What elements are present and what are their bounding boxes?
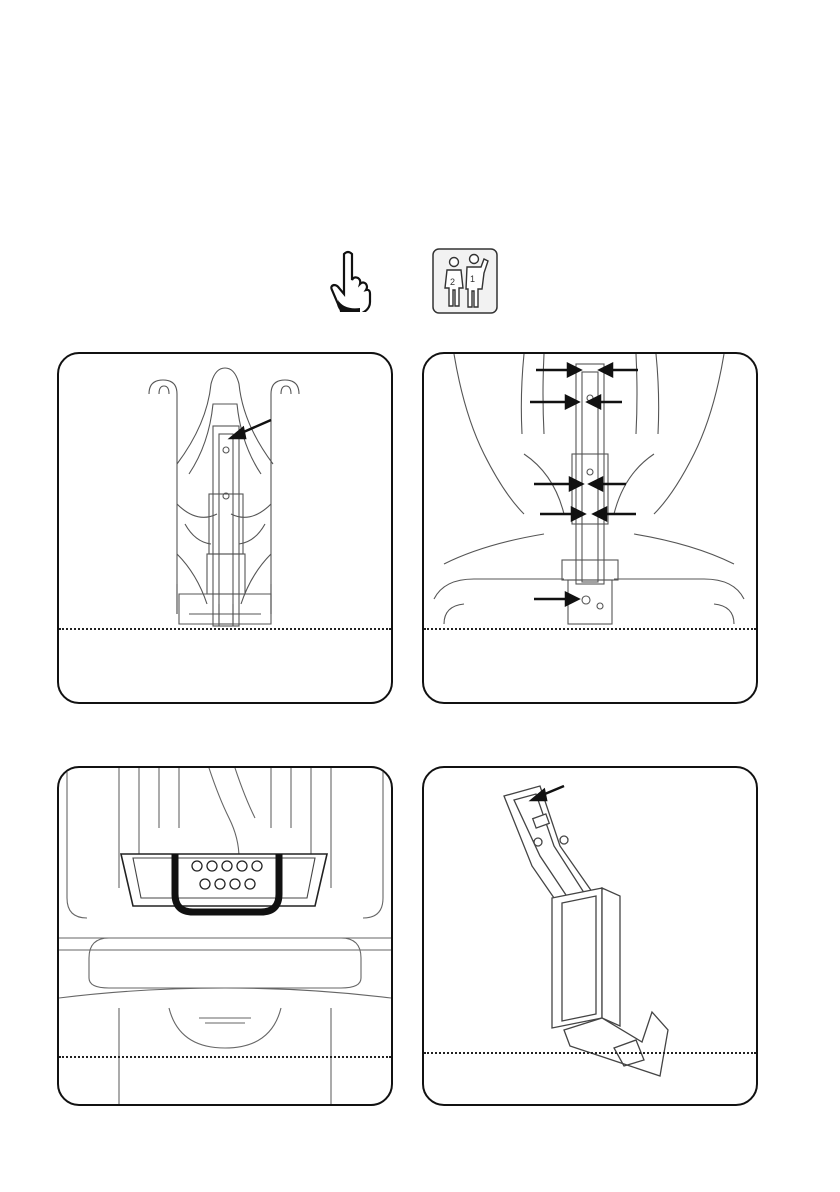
step-3-divider [59,1056,391,1058]
step-3-illustration [59,768,391,1104]
step-1-divider [59,628,391,630]
icon-row: 1 2 [0,248,840,318]
two-person-assembly-icon: 1 2 [432,248,498,314]
step-panel-2 [422,352,758,704]
pointing-hand-icon [330,250,372,312]
step-2-illustration [424,354,756,702]
step-panel-1 [57,352,393,704]
step-2-divider [424,628,756,630]
svg-text:2: 2 [450,277,455,287]
step-panel-4 [422,766,758,1106]
step-1-illustration [59,354,391,702]
svg-text:1: 1 [470,274,475,284]
step-4-divider [424,1052,756,1054]
step-panel-3 [57,766,393,1106]
